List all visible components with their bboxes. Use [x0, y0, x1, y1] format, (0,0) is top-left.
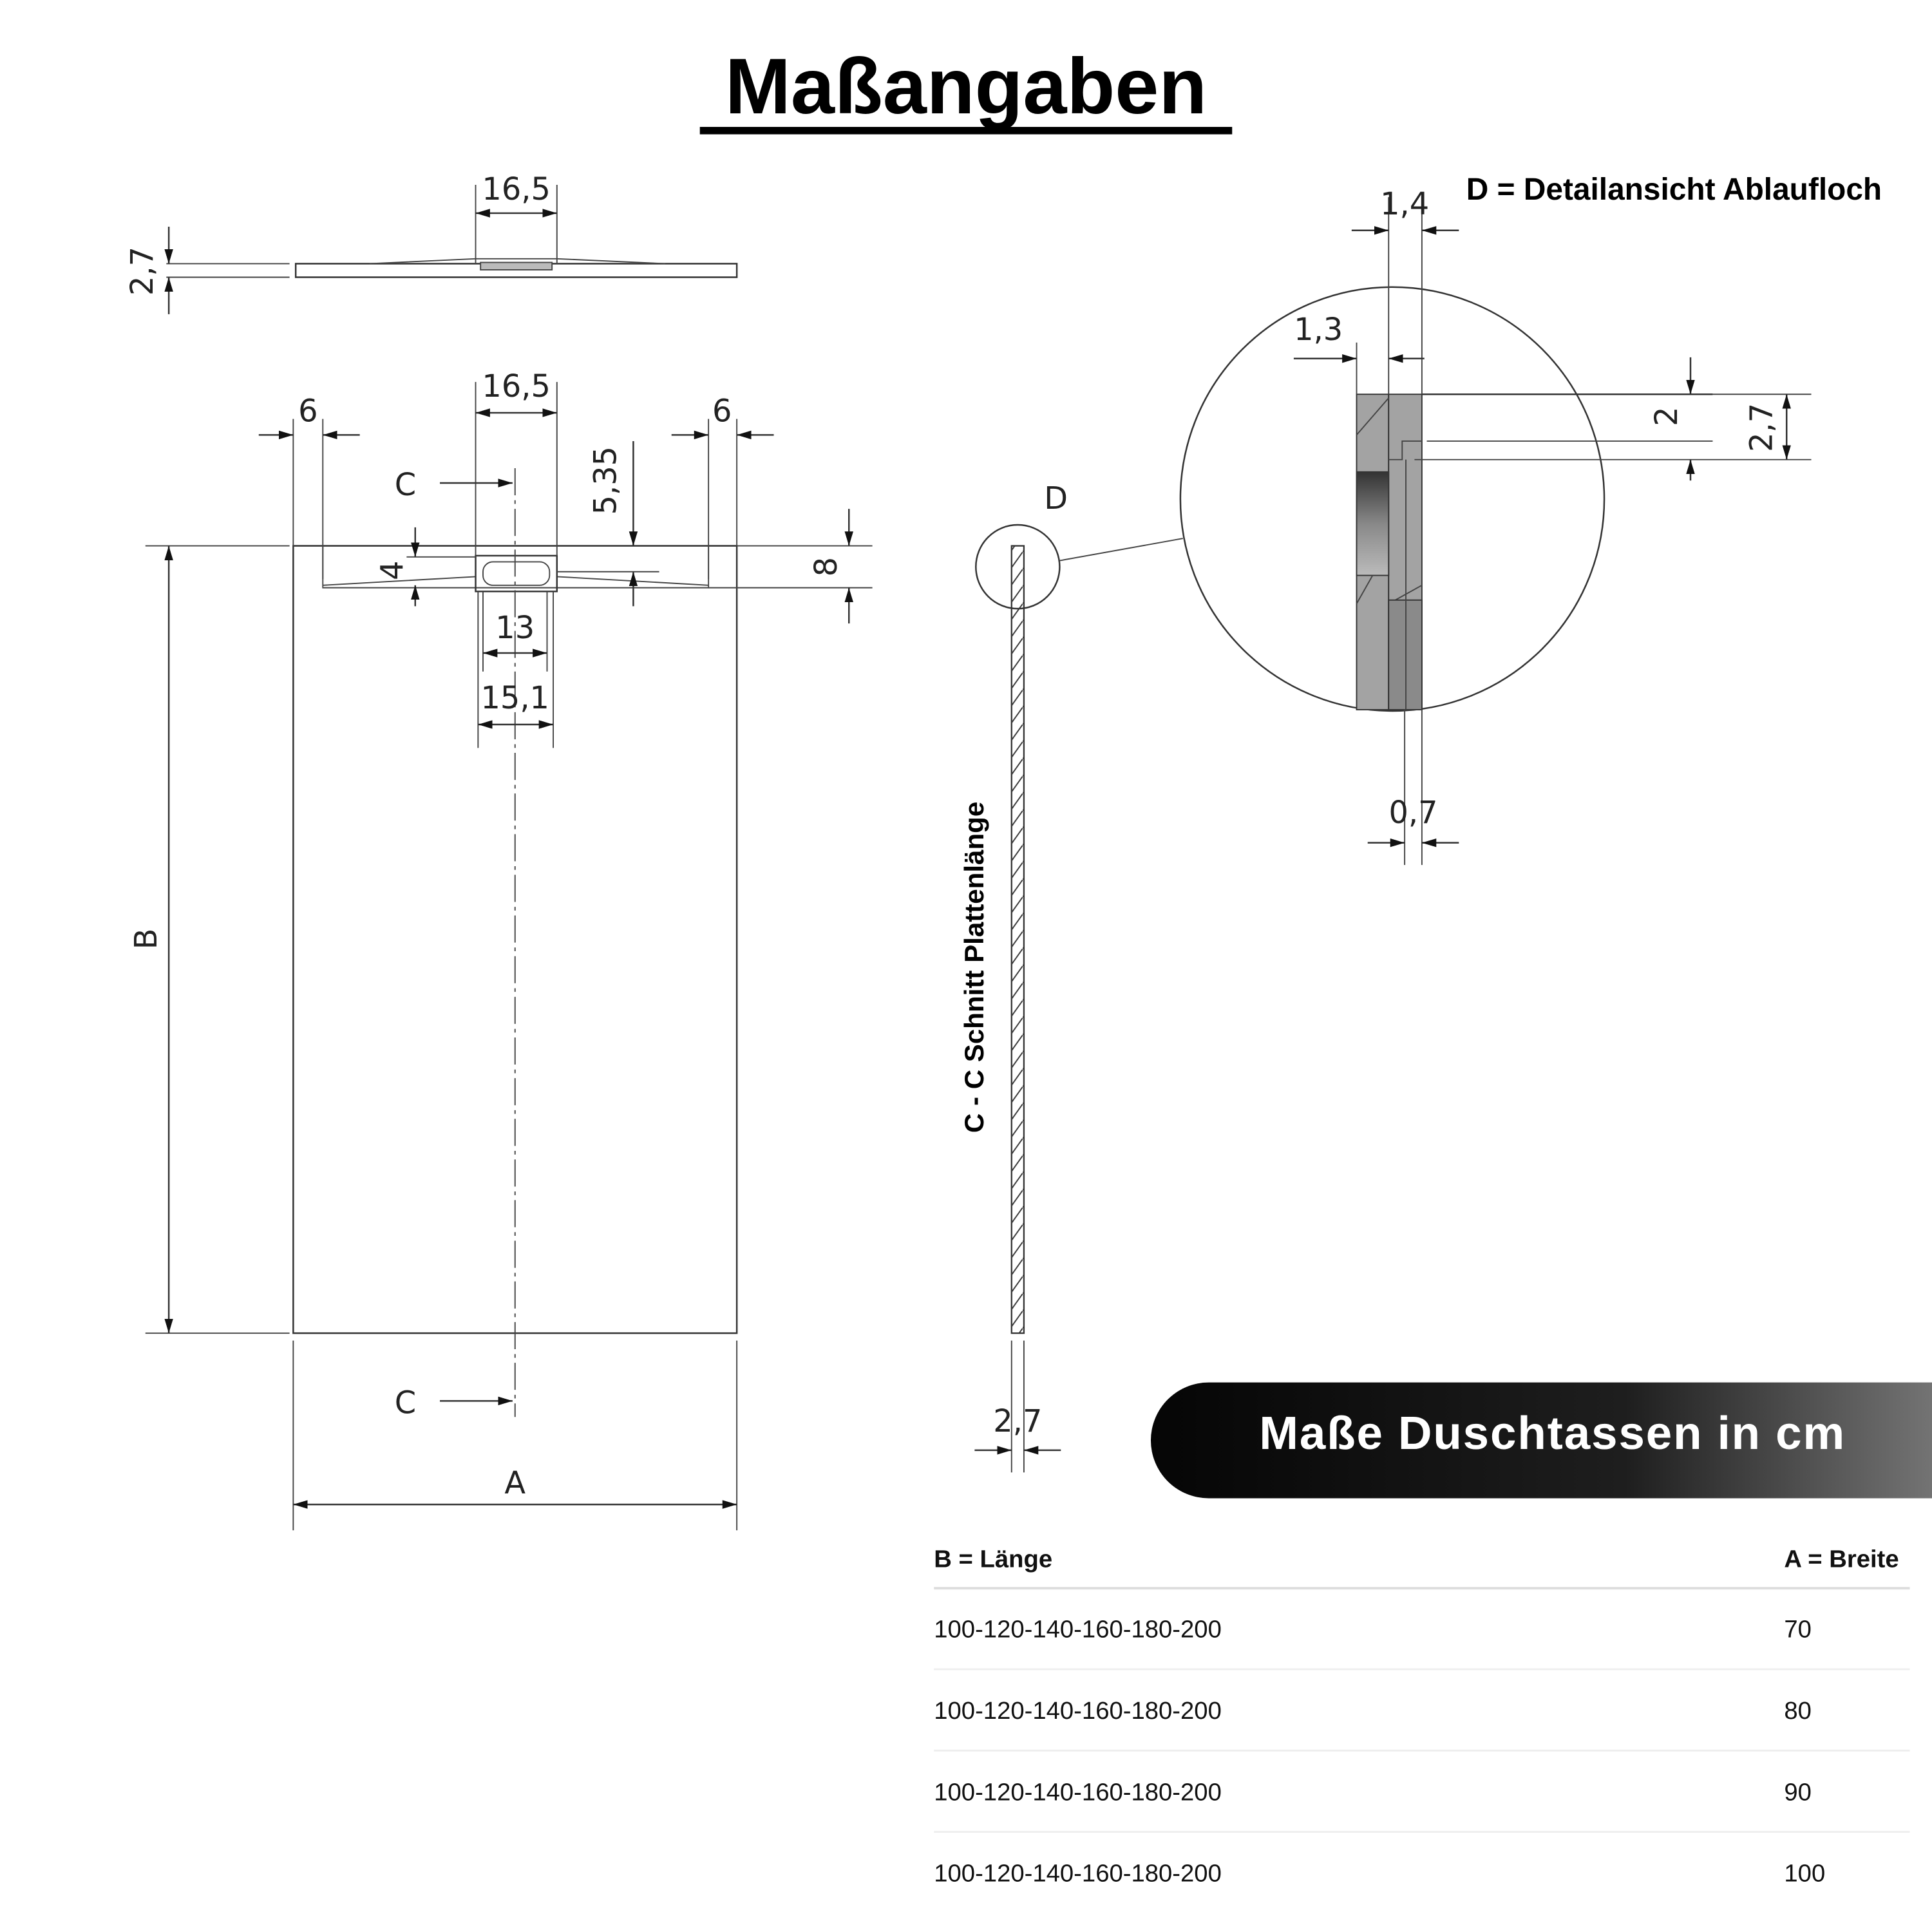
gutter-depth-label: 5,35	[589, 446, 624, 515]
detail-left-label: 1,3	[1294, 312, 1343, 348]
cell-length: 100-120-140-160-180-200	[934, 1860, 1222, 1888]
section-marker-top: C	[395, 468, 416, 503]
cell-width: 100	[1784, 1860, 1825, 1888]
detail-caption: D = Detailansicht Ablaufloch	[1466, 173, 1882, 207]
table-row: 100-120-140-160-180-200 90	[934, 1778, 1812, 1806]
margin-left-label: 6	[298, 393, 317, 429]
cell-length: 100-120-140-160-180-200	[934, 1616, 1222, 1643]
header-width: A = Breite	[1784, 1546, 1899, 1573]
banner-text: Maße Duschtassen in cm	[1259, 1407, 1846, 1459]
cell-width: 70	[1784, 1616, 1812, 1643]
table-row: 100-120-140-160-180-200 100	[934, 1860, 1825, 1888]
section-plate	[1010, 545, 1025, 1334]
detail-inner-label: 2	[1649, 406, 1685, 426]
detail-marker-circle	[975, 524, 1061, 610]
size-table: B = Länge A = Breite 100-120-140-160-180…	[934, 1546, 1910, 1888]
section-marker-bottom: C	[395, 1386, 416, 1421]
margin-right-label: 6	[712, 393, 732, 429]
side-drain-width-label: 16,5	[482, 172, 551, 207]
plan-drain-width-label: 16,5	[482, 369, 551, 404]
detail-total-label: 2,7	[1744, 403, 1779, 452]
table-row: 100-120-140-160-180-200 70	[934, 1616, 1812, 1643]
width-label: A	[504, 1466, 526, 1501]
detail-bottom-label: 0,7	[1388, 795, 1437, 831]
detail-top-label: 1,4	[1380, 187, 1429, 222]
header-length: B = Länge	[934, 1546, 1052, 1573]
drain-outer-label: 15,1	[480, 681, 549, 716]
edge-offset-label: 4	[375, 561, 411, 580]
detail-marker-label: D	[1044, 481, 1068, 516]
side-thickness-label: 2,7	[125, 247, 160, 296]
cell-length: 100-120-140-160-180-200	[934, 1778, 1222, 1806]
title-underline	[699, 127, 1233, 135]
cell-width: 80	[1784, 1697, 1812, 1725]
section-view: D C - C Schnitt Plattenlänge 2,7	[959, 481, 1183, 1473]
section-thickness-label: 2,7	[993, 1404, 1042, 1439]
drain-inner-label: 13	[495, 611, 535, 646]
drain-box	[475, 554, 558, 592]
side-view: 2,7 16,5	[125, 172, 738, 314]
section-caption: C - C Schnitt Plattenlänge	[959, 802, 989, 1133]
cell-width: 90	[1784, 1778, 1812, 1806]
detail-view: D = Detailansicht Ablaufloch 2 2,7 1,4 1…	[1179, 173, 1882, 866]
table-row: 100-120-140-160-180-200 80	[934, 1697, 1812, 1725]
plan-view: 6 6 16,5 5,35 8 4 13 1	[129, 369, 873, 1531]
detail-circle	[1179, 286, 1605, 712]
page-title: Maßangaben	[725, 42, 1207, 130]
cell-length: 100-120-140-160-180-200	[934, 1697, 1222, 1725]
length-label: B	[129, 929, 164, 950]
gutter-height-label: 8	[809, 557, 844, 576]
size-banner: Maße Duschtassen in cm	[1151, 1382, 1932, 1499]
